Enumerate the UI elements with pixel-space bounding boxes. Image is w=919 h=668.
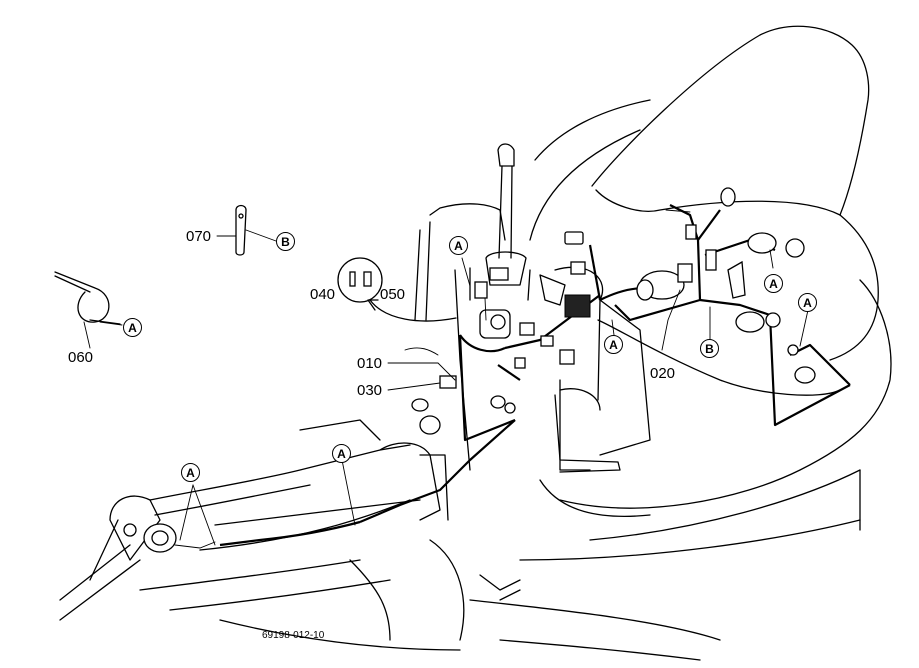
- label-part-020: 020: [650, 365, 676, 382]
- gear-lever: [469, 143, 566, 306]
- lower-lever: [554, 394, 621, 473]
- ref-a-harness-center: A: [604, 335, 623, 354]
- seat-outline: [469, 25, 892, 661]
- label-part-070: 070: [186, 228, 212, 245]
- loader-connector-2: [411, 395, 516, 435]
- leader-lines: [83, 229, 809, 546]
- wiring-harness-020: [614, 204, 851, 427]
- ref-b-clip: B: [276, 232, 295, 251]
- starter-components: [636, 187, 816, 384]
- ref-a-starter: A: [764, 274, 783, 293]
- label-part-010: 010: [357, 355, 383, 372]
- label-part-060: 060: [68, 349, 94, 366]
- ref-a-console: A: [449, 236, 468, 255]
- wiring-harness-010: [219, 244, 661, 547]
- figure-number: 69198-012-10: [262, 630, 325, 641]
- cable-tie-060: [54, 271, 121, 325]
- ref-a-loader-mid: A: [332, 444, 351, 463]
- label-part-040: 040: [310, 286, 336, 303]
- ref-a-loader: A: [181, 463, 200, 482]
- console-components: [404, 231, 591, 389]
- label-part-030: 030: [357, 382, 383, 399]
- ref-a-cable-tie: A: [123, 318, 142, 337]
- loader-frame: [59, 419, 521, 651]
- label-part-050: 050: [380, 286, 406, 303]
- detail-callout-040-050: [337, 257, 457, 322]
- ref-b-harness: B: [700, 339, 719, 358]
- clip-070: [235, 204, 247, 256]
- ref-a-switch: A: [798, 293, 817, 312]
- loader-connector: [123, 523, 216, 553]
